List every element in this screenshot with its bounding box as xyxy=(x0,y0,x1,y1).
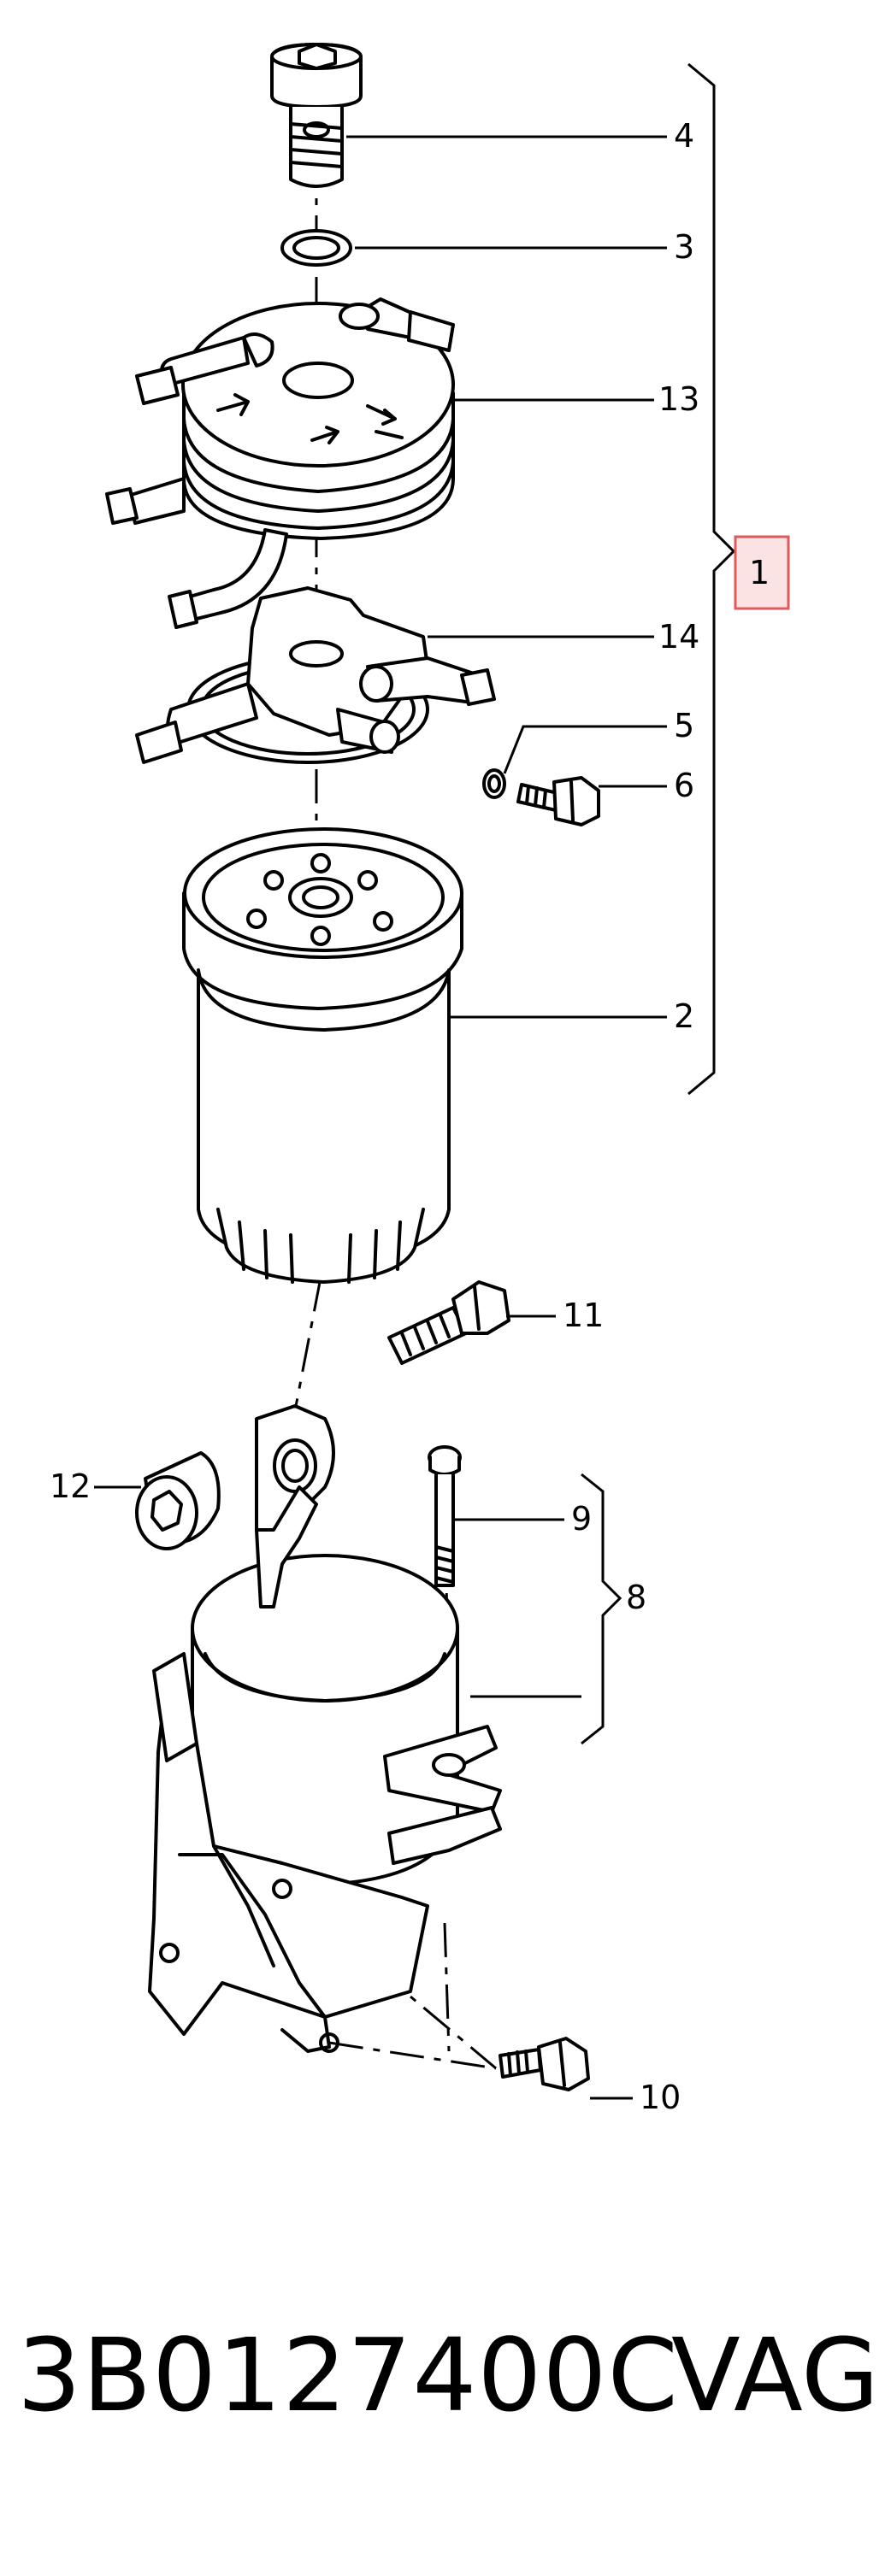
callout-2: 2 xyxy=(674,997,694,1035)
seal-ring-part xyxy=(280,229,352,267)
callout-12: 12 xyxy=(50,1467,91,1505)
bracket-bolt-part xyxy=(387,1280,510,1365)
cooler-housing-part xyxy=(105,297,455,629)
brand-label: VAG xyxy=(671,2316,880,2434)
callout-13: 13 xyxy=(658,380,699,418)
lower-bolt-part xyxy=(499,2037,590,2091)
callout-4: 4 xyxy=(674,117,694,155)
callout-9: 9 xyxy=(571,1500,592,1538)
callout-6: 6 xyxy=(674,767,694,804)
rubber-mount-part xyxy=(135,1451,221,1550)
small-bolt-part xyxy=(516,776,600,826)
callout-8: 8 xyxy=(626,1579,646,1616)
mounting-bracket-part xyxy=(148,1404,502,2053)
seal-washer-part xyxy=(482,768,506,799)
highlight-box xyxy=(734,535,790,610)
callout-10: 10 xyxy=(640,2079,681,2116)
hollow-bolt-part xyxy=(270,43,363,188)
leader-lines xyxy=(94,62,736,2100)
callout-1: 1 xyxy=(749,554,770,591)
long-bolt-part xyxy=(428,1445,462,1587)
callout-14: 14 xyxy=(658,618,699,656)
callout-11: 11 xyxy=(563,1297,604,1334)
part-number: 3B0127400C xyxy=(17,2316,679,2434)
callout-3: 3 xyxy=(674,228,694,266)
callout-labels: 4 3 13 1 14 5 6 2 11 12 9 8 10 xyxy=(50,117,770,2116)
callout-5: 5 xyxy=(674,707,694,744)
filter-cartridge-part xyxy=(182,827,463,1284)
filter-head-part xyxy=(135,586,496,764)
